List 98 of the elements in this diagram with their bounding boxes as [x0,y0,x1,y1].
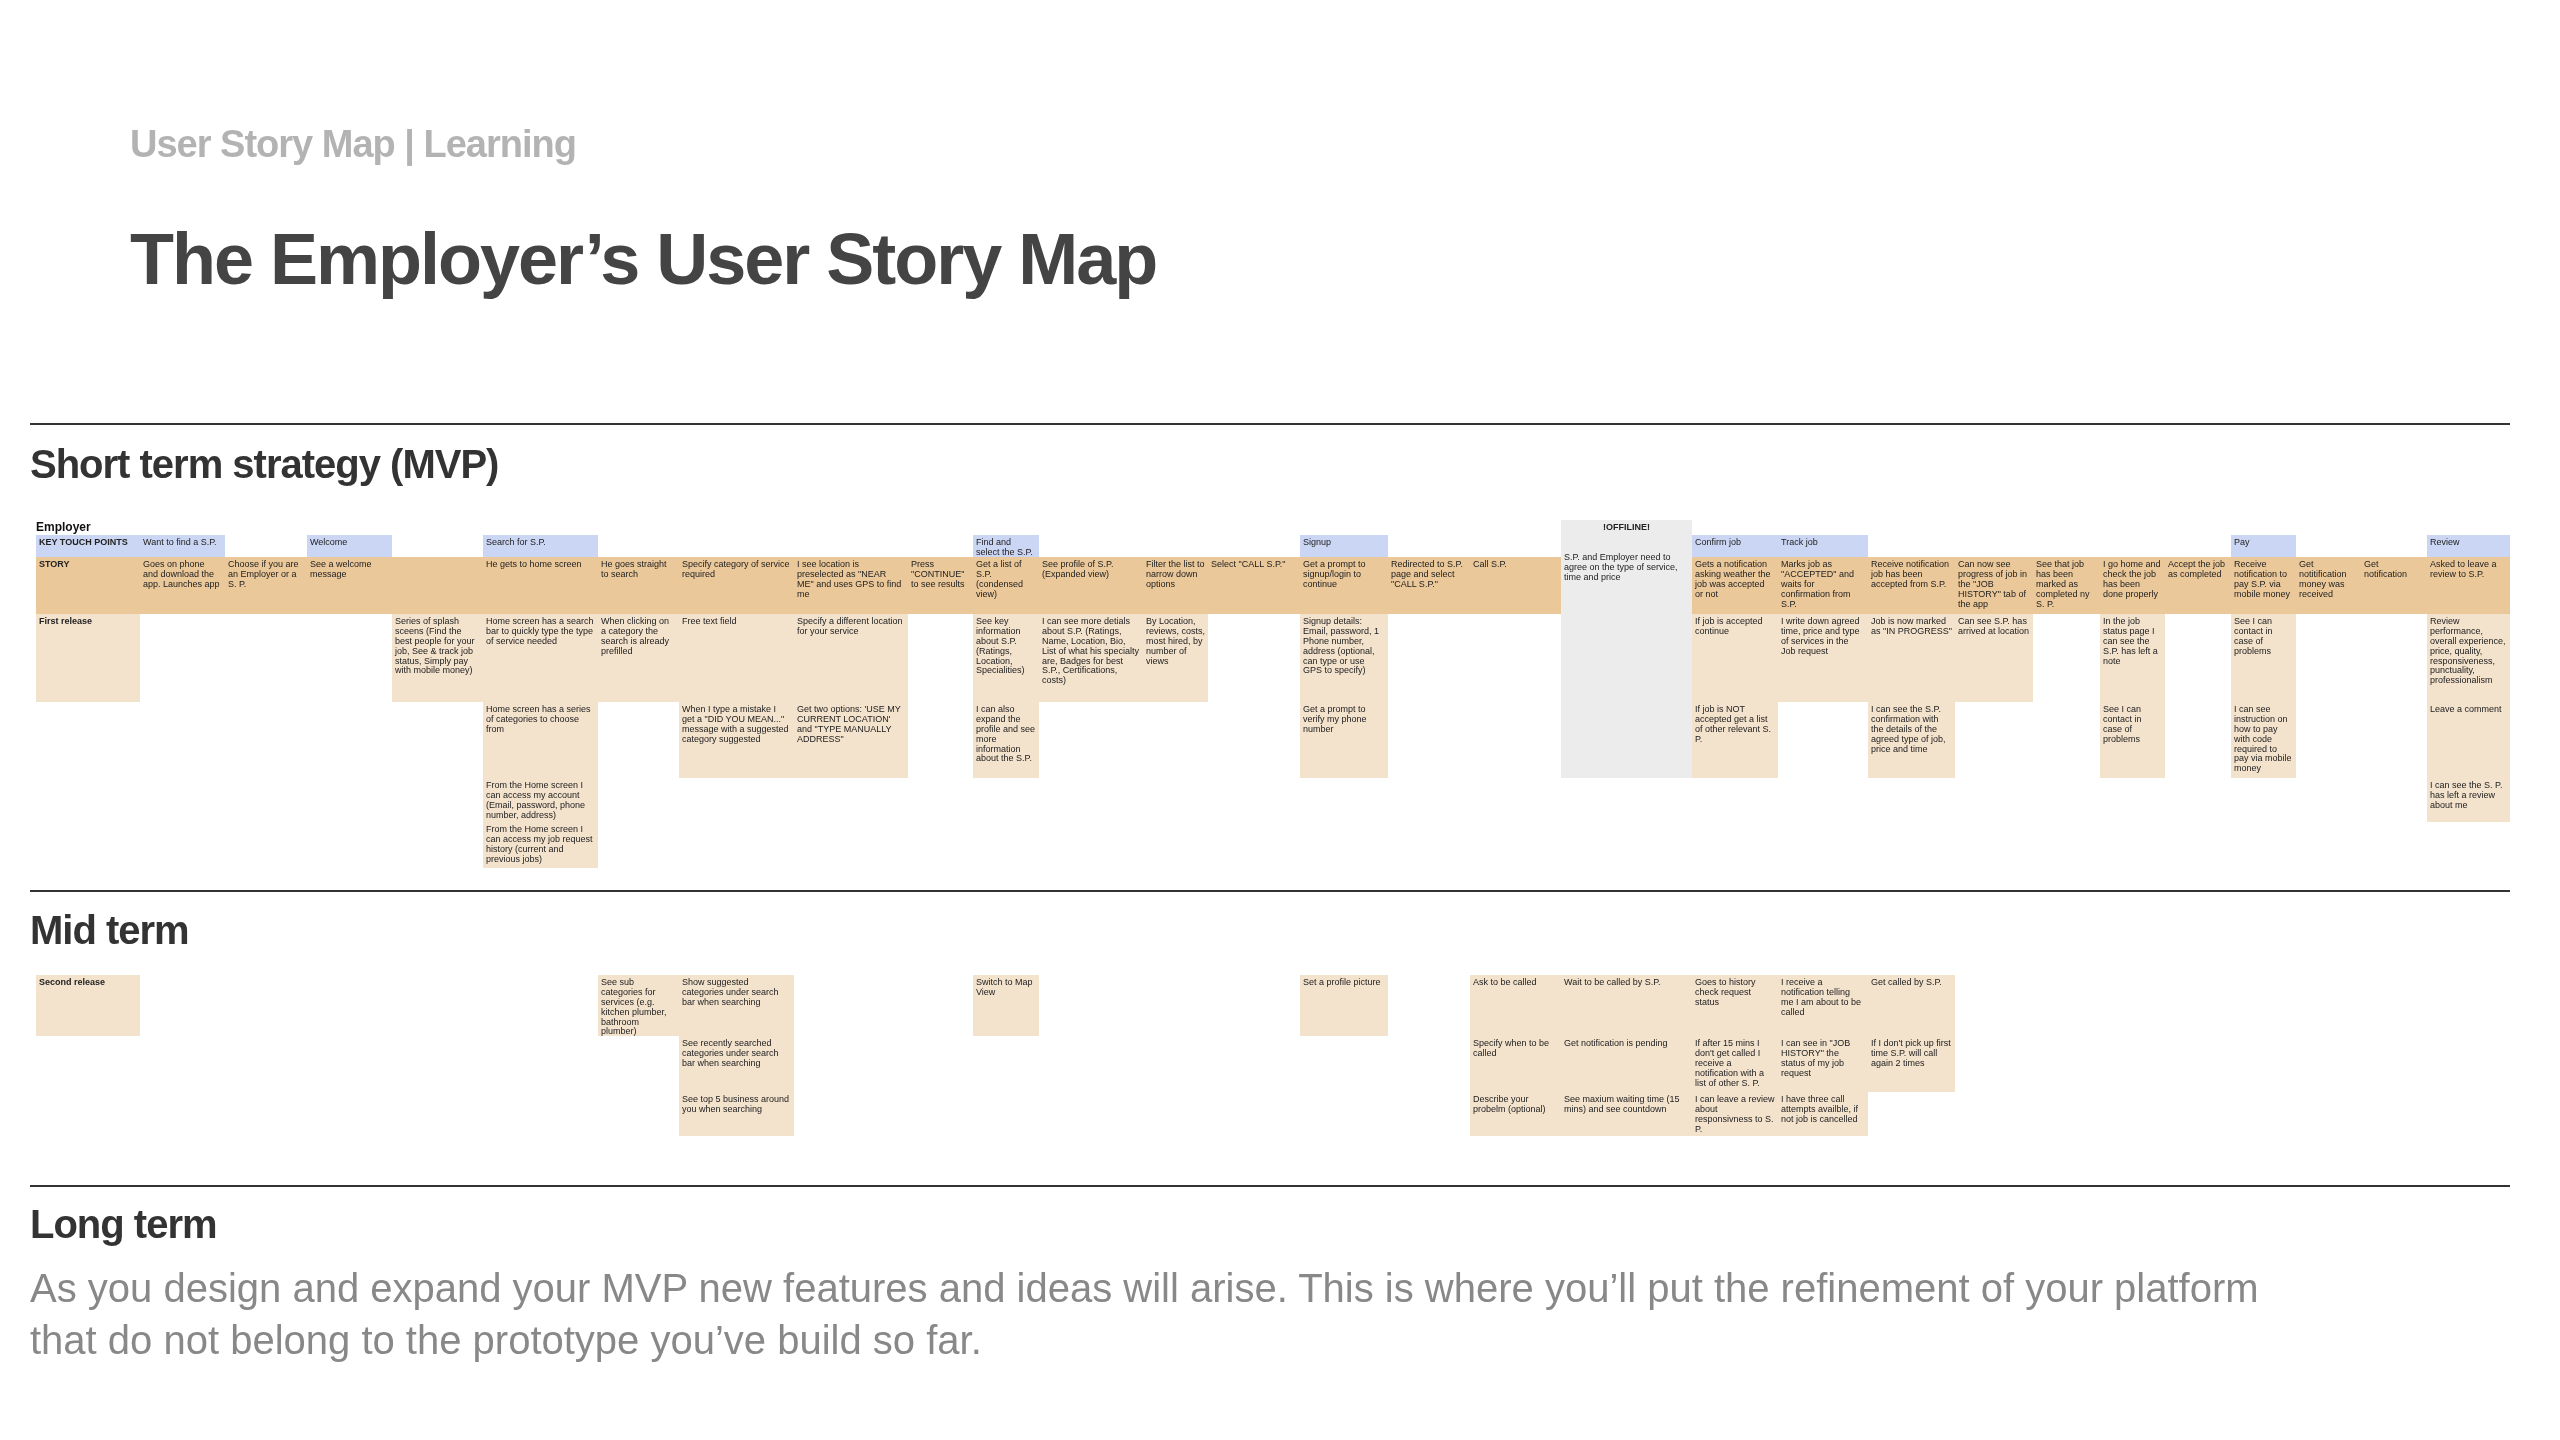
release-card: Get notification is pending [1561,1036,1692,1092]
touch-point-card: Review [2427,535,2510,557]
touch-point-card: Pay [2231,535,2296,557]
section-heading: Mid term [30,907,189,954]
release-card: If I don't pick up first time S.P. will call again 2 times [1868,1036,1955,1092]
story-card: Get notitification money was received [2296,557,2361,614]
story-card: Select "CALL S.P." [1208,557,1300,614]
touch-point-card: Signup [1300,535,1388,557]
section-heading: Short term strategy (MVP) [30,441,499,488]
offline-column [1561,520,1692,778]
release-card: See top 5 business around you when searching [679,1092,794,1136]
story-card: Press "CONTINUE" to see results [908,557,973,614]
touch-point-card: Welcome [307,535,392,557]
story-card: Get a list of S.P. (condensed view) [973,557,1039,614]
release-card: If job is accepted continue [1692,614,1778,702]
release-card: I can see the S.P. confirmation with the details of the agreed type of job, price and time [1868,702,1955,778]
release-card: Show suggested categories under search bar when searching [679,975,794,1036]
release-card: I have three call attempts availble, if not job is cancelled [1778,1092,1868,1136]
offline-heading: !OFFILINE! [1602,523,1651,533]
release-card: Ask to be called [1470,975,1561,1036]
page-title: The Employer’s User Story Map [130,218,1157,300]
story-card: Call S.P. [1470,557,1561,614]
story-card: Get notification [2361,557,2427,614]
release-card: Can see S.P. has arrived at location [1955,614,2033,702]
release-card: Specify a different location for your service [794,614,908,702]
story-card: He gets to home screen [483,557,598,614]
subtitle: User Story Map | Learning [130,122,576,168]
release-card: When clicking on a category the search is already prefilled [598,614,679,702]
release-card: Job is now marked as "IN PROGRESS" [1868,614,1955,702]
release-card: I can see in "JOB HISTORY" the status of my job request [1778,1036,1868,1092]
release-card: If job is NOT accepted get a list of other relevant S. P. [1692,702,1778,778]
release-card: I write down agreed time, price and type of services in the Job request [1778,614,1868,702]
touch-point-card: Want to find a S.P. [140,535,225,557]
release-card: Leave a comment [2427,702,2510,778]
release-card: I can also expand the profile and see more information about the S.P. [973,702,1039,778]
release-card: I receive a notification telling me I am about to be called [1778,975,1868,1036]
story-card: I go home and check the job has been done properly [2100,557,2165,614]
story-card: See that job has been marked as completed ny S. P. [2033,557,2100,614]
release-header: First release [36,614,140,702]
touch-point-card: Search for S.P. [483,535,598,557]
release-card: See sub categories for services (e.g. kitchen plumber, bathroom plumber) [598,975,679,1036]
story-card: Get a prompt to signup/login to continue [1300,557,1388,614]
release-card: Series of splash sceens (Find the best people for your job, See & track job status, Simply pay with mobile money) [392,614,483,702]
story-card: Receive notification job has been accepted from S.P. [1868,557,1955,614]
release-card: I can see the S. P. has left a review about me [2427,778,2510,822]
release-card: See recently searched categories under search bar when searching [679,1036,794,1092]
story-card: Redirected to S.P. page and select "CALL S.P." [1388,557,1470,614]
release-card: I can see instruction on how to pay with code required to pay via mobile money [2231,702,2296,778]
touch-point-card: Track job [1778,535,1868,557]
section-heading: Long term [30,1201,217,1248]
description-paragraph: As you design and expand your MVP new features and ideas will arise. This is where you’ll put the refinement of your platform that do not belong to the prototype you’ve build so far. [30,1265,2260,1364]
release-card: Get two options: 'USE MY CURRENT LOCATION' and "TYPE MANUALLY ADDRESS" [794,702,908,778]
release-card: When I type a mistake I get a "DID YOU MEAN..." message with a suggested category suggested [679,702,794,778]
release-card: Wait to be called by S.P. [1561,975,1692,1036]
row-header: KEY TOUCH POINTS [36,535,140,557]
story-card: Filter the list to narrow down options [1143,557,1208,614]
story-card: Choose if you are an Employer or a S. P. [225,557,307,614]
release-card: In the job status page I can see the S.P. has left a note [2100,614,2165,702]
release-card: By Location, reviews, costs, most hired, by number of views [1143,614,1208,702]
story-card: He goes straight to search [598,557,679,614]
row-group-label: Employer [36,520,91,536]
release-card: From the Home screen I can access my job request history (current and previous jobs) [483,822,598,868]
release-card: Get called by S.P. [1868,975,1955,1036]
release-card: Describe your probelm (optional) [1470,1092,1561,1136]
touch-point-card: Confirm job [1692,535,1778,557]
release-card: Goes to history check request status [1692,975,1778,1036]
story-card: Accept the job as completed [2165,557,2231,614]
story-card: See profile of S.P. (Expanded view) [1039,557,1143,614]
release-card: Signup details: Email, password, 1 Phone number, address (optional, can type or use GPS to specify) [1300,614,1388,702]
release-card: Review performance, overall experience, price, quality, responsiveness, punctuality, professionalism [2427,614,2510,702]
release-card: See key information about S.P. (Ratings, Location, Specialities) [973,614,1039,702]
story-card: Goes on phone and download the app. Launches app [140,557,225,614]
release-card: See I can contact in case of problems [2100,702,2165,778]
release-card: See maxium waiting time (15 mins) and see countdown [1561,1092,1692,1136]
release-card: Home screen has a search bar to quickly type the type of service needed [483,614,598,702]
release-card: Switch to Map View [973,975,1039,1036]
release-card: Home screen has a series of categories to choose from [483,702,598,778]
story-card: Specify category of service required [679,557,794,614]
row-header: STORY [36,557,140,614]
story-card: Asked to leave a review to S.P. [2427,557,2510,614]
release-card: Get a prompt to verify my phone number [1300,702,1388,778]
touch-point-card: Find and select the S.P. [973,535,1039,557]
release-card: I can see more detials about S.P. (Ratings, Name, Location, Bio, List of what his specialty are, Badges for best S.P., Certifications, costs) [1039,614,1143,702]
release-card: Free text field [679,614,794,702]
release-card: From the Home screen I can access my account (Email, password, phone number, address) [483,778,598,822]
release-card: Set a profile picture [1300,975,1388,1036]
card-text: S.P. and Employer need to agree on the type of service, time and price [1564,552,1679,583]
story-card: I see location is preselected as "NEAR ME" and uses GPS to find me [794,557,908,614]
release-card: See I can contact in case of problems [2231,614,2296,702]
story-card: See a welcome message [307,557,392,614]
story-card: Receive notification to pay S.P. via mobile money [2231,557,2296,614]
release-card: I can leave a review about responsivness to S. P. [1692,1092,1778,1136]
story-card: Can now see progress of job in the "JOB HISTORY" tab of the app [1955,557,2033,614]
release-header: Second release [36,975,140,1036]
release-card: Specify when to be called [1470,1036,1561,1092]
story-card: Gets a notification asking weather the job was accepted or not [1692,557,1778,614]
story-card: Marks job as "ACCEPTED" and waits for confirmation from S.P. [1778,557,1868,614]
release-card: If after 15 mins I don't get called I receive a notification with a list of other S. P. [1692,1036,1778,1092]
